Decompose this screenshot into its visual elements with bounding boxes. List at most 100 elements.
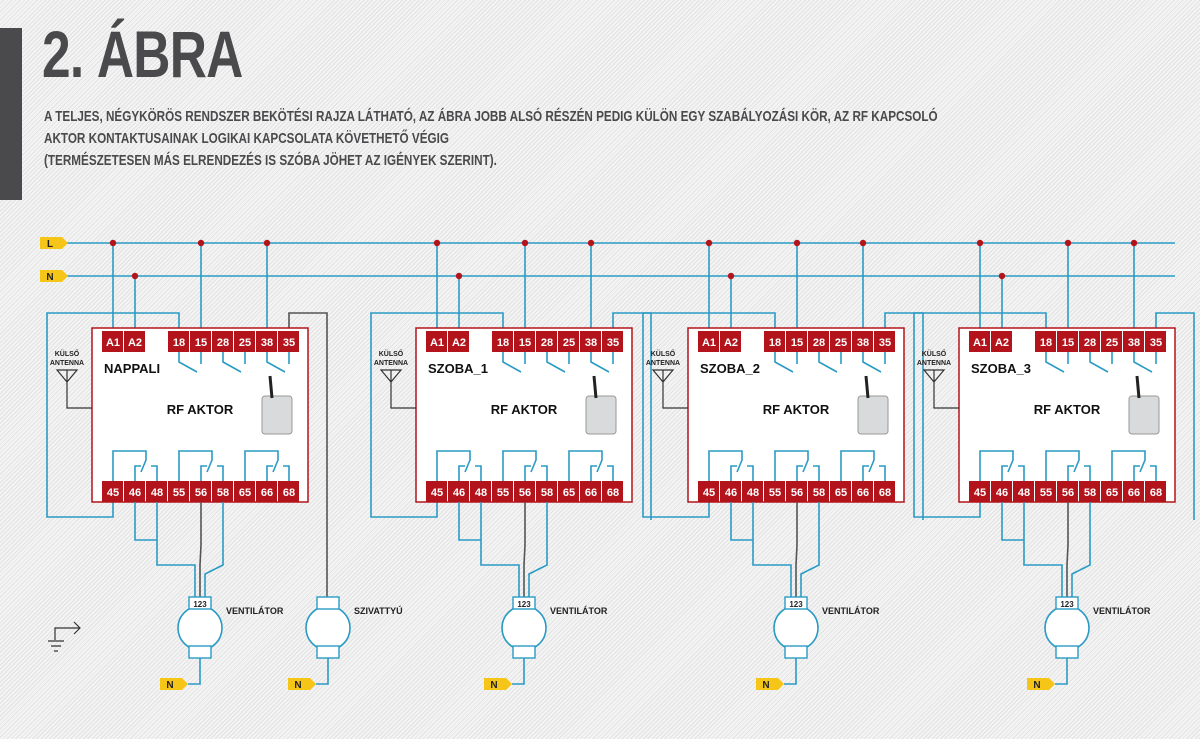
- junction-dot: [587, 239, 595, 247]
- terminal: [1101, 481, 1122, 502]
- motor-icon: [177, 605, 223, 651]
- wire: [1045, 352, 1065, 373]
- tag-label: N: [46, 272, 53, 283]
- rf-device-icon: [585, 395, 617, 435]
- device-label: RF AKTOR: [167, 402, 234, 417]
- terminal: [720, 481, 741, 502]
- module-name: NAPPALI: [104, 361, 160, 376]
- terminal: [1057, 481, 1078, 502]
- tag-label: N: [762, 680, 769, 691]
- terminal-label: 46: [453, 487, 465, 499]
- terminal: [514, 481, 535, 502]
- terminal: [168, 481, 189, 502]
- terminal: [602, 331, 623, 352]
- junction-dot: [1130, 239, 1138, 247]
- terminal-label: A2: [128, 337, 142, 349]
- device-label: RF AKTOR: [1034, 402, 1101, 417]
- terminal: [278, 331, 299, 352]
- terminal-label: 25: [239, 337, 251, 349]
- device-label: RF AKTOR: [763, 402, 830, 417]
- wire: [151, 465, 158, 481]
- terminal-box: [316, 645, 340, 659]
- terminal-label: 15: [1062, 337, 1074, 349]
- wire: [512, 658, 525, 685]
- terminal-box: [784, 645, 808, 659]
- terminal-label: A2: [452, 337, 466, 349]
- terminal: [874, 331, 895, 352]
- wire: [784, 658, 797, 685]
- wire: [1150, 465, 1157, 481]
- terminal-label: 68: [1150, 487, 1162, 499]
- wire: [1084, 465, 1091, 481]
- junction-dot: [197, 239, 205, 247]
- wire: [436, 450, 471, 481]
- wire: [266, 465, 273, 481]
- terminal: [1101, 331, 1122, 352]
- terminal: [852, 481, 873, 502]
- terminal-label: 55: [769, 487, 781, 499]
- tag-shape: [288, 678, 316, 690]
- terminal-label: 25: [563, 337, 575, 349]
- wire: [546, 352, 566, 373]
- tag-label: L: [47, 239, 53, 250]
- terminal-label: 45: [703, 487, 715, 499]
- terminal-label: 48: [151, 487, 163, 499]
- terminal: [124, 481, 145, 502]
- terminal: [580, 331, 601, 352]
- wire: [913, 312, 1047, 518]
- terminal-box: [188, 596, 212, 610]
- ground-arrow-icon: [48, 621, 81, 652]
- module-name: SZOBA_3: [971, 361, 1031, 376]
- wire: [1155, 312, 1195, 520]
- terminal: [830, 331, 851, 352]
- terminal: [1013, 481, 1034, 502]
- terminal-label: 48: [747, 487, 759, 499]
- wire: [1001, 502, 1024, 541]
- terminal: [234, 481, 255, 502]
- wire: [200, 465, 207, 481]
- tag-shape: [756, 678, 784, 690]
- wire: [178, 450, 213, 481]
- antenna-label: KÜLSŐ: [379, 349, 404, 358]
- terminal-label: A2: [995, 337, 1009, 349]
- terminal-label: 65: [239, 487, 251, 499]
- terminal-label: 58: [813, 487, 825, 499]
- terminal-label: 48: [475, 487, 487, 499]
- terminal: [1123, 481, 1144, 502]
- terminal: [1079, 331, 1100, 352]
- terminal: [190, 331, 211, 352]
- terminal: [698, 331, 719, 352]
- terminal-label: 48: [1018, 487, 1030, 499]
- terminal-label: 65: [1106, 487, 1118, 499]
- wire: [1023, 502, 1063, 597]
- wire: [316, 658, 329, 685]
- wire: [1111, 450, 1146, 481]
- terminal: [764, 331, 785, 352]
- terminal-label: 38: [857, 337, 869, 349]
- junction-dot: [976, 239, 984, 247]
- wire: [568, 450, 603, 481]
- terminal: [808, 331, 829, 352]
- wire: [1066, 502, 1069, 597]
- junction-dot: [455, 272, 463, 280]
- terminal-label: 65: [563, 487, 575, 499]
- terminal-label: 15: [519, 337, 531, 349]
- terminal: [426, 481, 447, 502]
- wire: [458, 465, 465, 481]
- wire: [523, 502, 526, 597]
- antenna-rod: [268, 375, 274, 399]
- wire: [1089, 352, 1109, 373]
- terminal-label: A1: [973, 337, 987, 349]
- accent-bar: [0, 28, 22, 200]
- motor-label: VENTILÁTOR: [226, 606, 284, 616]
- terminal: [580, 481, 601, 502]
- terminal: [558, 331, 579, 352]
- terminal: [786, 331, 807, 352]
- wire: [840, 450, 875, 481]
- terminal: [991, 331, 1012, 352]
- terminal: [102, 481, 123, 502]
- wire: [541, 465, 548, 481]
- terminal: [1013, 331, 1034, 352]
- terminal: [1123, 331, 1144, 352]
- terminal: [969, 331, 990, 352]
